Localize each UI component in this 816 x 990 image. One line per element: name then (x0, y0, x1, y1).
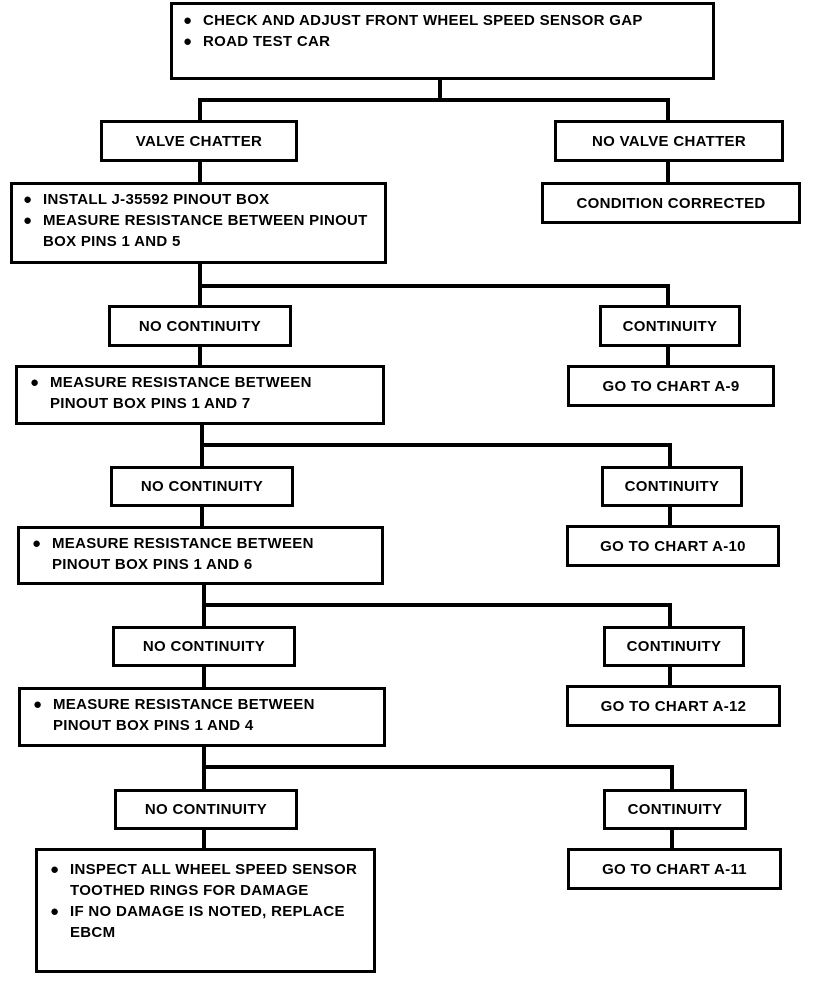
continuity-label: CONTINUITY (627, 801, 723, 818)
final-item: ● INSPECT ALL WHEEL SPEED SENSOR TOOTHED… (50, 859, 363, 901)
connector-line (670, 765, 674, 791)
no-continuity-label: NO CONTINUITY (138, 317, 262, 335)
connector-line (668, 665, 672, 687)
no-continuity-label: NO CONTINUITY (144, 801, 268, 818)
step4-item-text: MEASURE RESISTANCE BETWEEN PINOUT BOX PI… (53, 696, 315, 734)
connector-line (666, 98, 670, 122)
step1-goto-box: GO TO CHART A-9 (567, 365, 775, 407)
step1-box: ● INSTALL J-35592 PINOUT BOX ● MEASURE R… (10, 182, 387, 264)
step4-continuity-box: CONTINUITY (603, 789, 747, 830)
connector-line (198, 284, 670, 288)
start-step-box: ● CHECK AND ADJUST FRONT WHEEL SPEED SEN… (170, 2, 715, 80)
bullet-icon: ● (30, 374, 40, 391)
step3-goto-box: GO TO CHART A-12 (566, 685, 781, 727)
step2-continuity-box: CONTINUITY (601, 466, 743, 507)
connector-line (202, 603, 672, 607)
connector-line (198, 98, 202, 122)
step2-no-continuity-box: NO CONTINUITY (110, 466, 294, 507)
step4-box: ● MEASURE RESISTANCE BETWEEN PINOUT BOX … (18, 687, 386, 747)
connector-line (438, 78, 442, 100)
step2-box: ● MEASURE RESISTANCE BETWEEN PINOUT BOX … (15, 365, 385, 425)
step1-item-text: MEASURE RESISTANCE BETWEEN PINOUT BOX PI… (43, 212, 368, 250)
no-continuity-label: NO CONTINUITY (142, 638, 266, 655)
step2-item-text: MEASURE RESISTANCE BETWEEN PINOUT BOX PI… (50, 374, 312, 412)
goto-chart-label: GO TO CHART A-11 (602, 860, 747, 878)
connector-line (668, 505, 672, 527)
step4-no-continuity-box: NO CONTINUITY (114, 789, 298, 830)
connector-line (668, 443, 672, 468)
connector-line (198, 98, 670, 102)
connector-line (666, 345, 670, 367)
step4-item: ● MEASURE RESISTANCE BETWEEN PINOUT BOX … (33, 694, 375, 736)
start-item: ● CHECK AND ADJUST FRONT WHEEL SPEED SEN… (183, 10, 702, 31)
goto-chart-label: GO TO CHART A-10 (600, 537, 746, 555)
start-item-text: CHECK AND ADJUST FRONT WHEEL SPEED SENSO… (203, 12, 643, 29)
final-item: ● IF NO DAMAGE IS NOTED, REPLACE EBCM (50, 901, 363, 943)
connector-line (198, 345, 202, 367)
step1-item: ● INSTALL J-35592 PINOUT BOX (23, 189, 376, 210)
connector-line (202, 665, 206, 689)
start-item: ● ROAD TEST CAR (183, 31, 702, 52)
connector-line (202, 765, 674, 769)
connector-line (202, 828, 206, 850)
step1-continuity-box: CONTINUITY (599, 305, 741, 347)
no-valve-chatter-label: NO VALVE CHATTER (592, 132, 746, 150)
condition-corrected-label: CONDITION CORRECTED (576, 194, 766, 212)
continuity-label: CONTINUITY (622, 317, 718, 335)
no-valve-chatter-box: NO VALVE CHATTER (554, 120, 784, 162)
step3-no-continuity-box: NO CONTINUITY (112, 626, 296, 667)
bullet-icon: ● (32, 535, 42, 552)
valve-chatter-label: VALVE CHATTER (135, 132, 263, 150)
bullet-icon: ● (23, 212, 33, 229)
step2-item: ● MEASURE RESISTANCE BETWEEN PINOUT BOX … (30, 372, 374, 414)
step2-goto-box: GO TO CHART A-10 (566, 525, 780, 567)
step3-item: ● MEASURE RESISTANCE BETWEEN PINOUT BOX … (32, 533, 373, 575)
bullet-icon: ● (23, 191, 33, 208)
connector-line (666, 160, 670, 184)
connector-line (200, 505, 204, 528)
step4-goto-box: GO TO CHART A-11 (567, 848, 782, 890)
connector-line (666, 284, 670, 307)
step3-continuity-box: CONTINUITY (603, 626, 745, 667)
bullet-icon: ● (183, 12, 193, 29)
step1-item-text: INSTALL J-35592 PINOUT BOX (43, 191, 270, 208)
no-continuity-label: NO CONTINUITY (140, 478, 264, 495)
goto-chart-label: GO TO CHART A-9 (602, 377, 740, 395)
step3-item-text: MEASURE RESISTANCE BETWEEN PINOUT BOX PI… (52, 535, 314, 573)
final-item-text: IF NO DAMAGE IS NOTED, REPLACE EBCM (70, 903, 345, 941)
connector-line (668, 603, 672, 628)
step1-item: ● MEASURE RESISTANCE BETWEEN PINOUT BOX … (23, 210, 376, 252)
valve-chatter-box: VALVE CHATTER (100, 120, 298, 162)
step3-box: ● MEASURE RESISTANCE BETWEEN PINOUT BOX … (17, 526, 384, 585)
bullet-icon: ● (33, 696, 43, 713)
bullet-icon: ● (183, 33, 193, 50)
start-item-text: ROAD TEST CAR (203, 33, 331, 50)
connector-line (670, 828, 674, 850)
connector-line (198, 160, 202, 184)
goto-chart-label: GO TO CHART A-12 (600, 697, 747, 715)
step1-no-continuity-box: NO CONTINUITY (108, 305, 292, 347)
final-item-text: INSPECT ALL WHEEL SPEED SENSOR TOOTHED R… (70, 861, 358, 899)
final-step-box: ● INSPECT ALL WHEEL SPEED SENSOR TOOTHED… (35, 848, 376, 973)
condition-corrected-box: CONDITION CORRECTED (541, 182, 801, 224)
continuity-label: CONTINUITY (626, 638, 722, 655)
connector-line (200, 443, 672, 447)
bullet-icon: ● (50, 861, 60, 878)
bullet-icon: ● (50, 903, 60, 920)
continuity-label: CONTINUITY (624, 478, 720, 495)
